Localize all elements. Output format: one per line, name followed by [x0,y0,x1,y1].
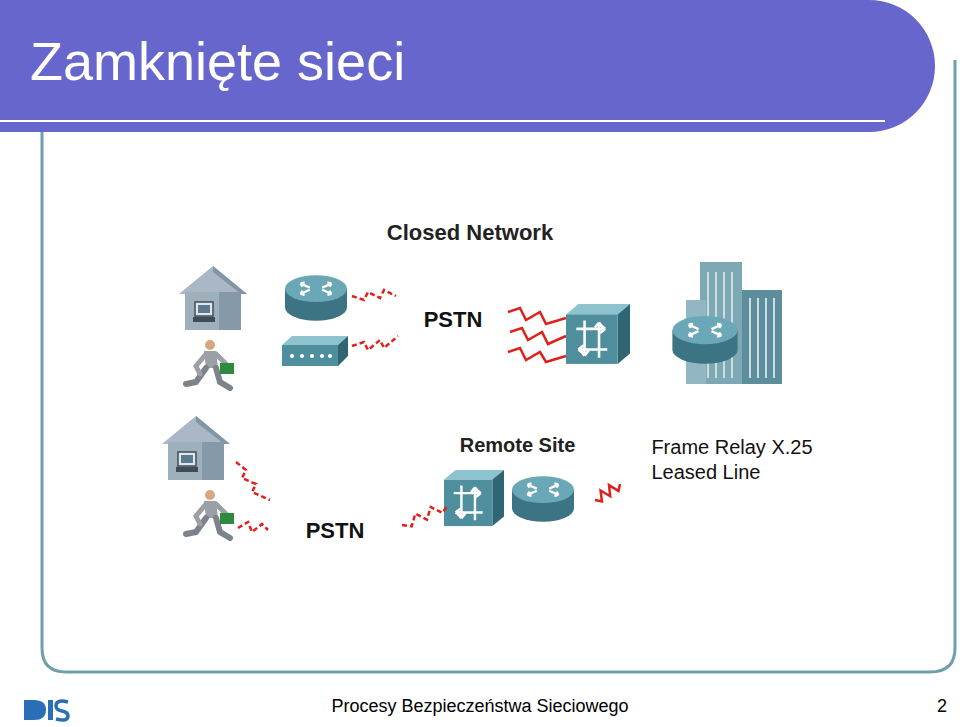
router-icon [285,275,347,320]
dial-up-link [236,462,270,532]
network-cloud: PSTN [262,480,408,582]
cloud-bump [758,466,822,520]
cloud-bump [303,496,367,568]
router-icon [512,476,574,521]
cloud-label: PSTN [306,518,365,544]
cloud-fill [269,482,405,581]
cloud-fill [624,398,854,522]
cloud-outline [269,482,405,581]
cloud-bump [285,538,320,577]
cloud-bump [285,538,320,577]
network-cloud: PSTN [393,282,513,358]
trunk-lines [508,308,566,362]
slide-title: Zamknięte sieci [30,30,405,92]
cloud-bump [370,519,405,558]
cloud-bump [316,538,354,581]
access-server-icon [444,470,504,526]
cloud-bump [303,496,367,568]
site-label: Remote Site [440,434,595,457]
cloud-bump [370,519,405,558]
network-cloud: Frame Relay X.25 Leased Line [612,396,859,524]
cloud-fill [399,283,511,357]
network-region: Closed NetworkPSTN Remote Site Frame Relay… [90,185,890,665]
access-server-icon [566,304,630,364]
title-bar: Zamknięte sieci [0,0,935,132]
region-ellipse [90,185,890,665]
cloud-bump [316,538,354,581]
footer-text: Procesy Bezpieczeństwa Sieciowego [331,696,628,717]
dial-up-link [352,290,398,350]
logo [24,700,68,720]
cloud-outline [624,398,854,522]
site-group: Remote Site [440,432,595,532]
title-underline [0,120,885,122]
mobile-user-icon [186,490,234,538]
region-title: Closed Network [90,220,890,246]
page-number: 2 [937,696,947,717]
cloud-bump [482,311,511,340]
cloud-label: Frame Relay X.25 Leased Line [651,435,819,485]
home-icon [179,266,247,330]
cloud-outline [399,283,511,357]
lightning-link [595,484,620,502]
cloud-bump [758,466,822,520]
lightning-link [402,505,448,526]
home-icon [162,416,230,480]
cloud-label: PSTN [424,307,483,333]
modem-icon [282,336,348,366]
cloud-bump [482,311,511,340]
slide-frame [42,60,955,672]
router-icon [672,316,737,364]
region-fill [90,185,890,665]
cloud-shape [612,396,859,524]
mobile-user-icon [186,340,234,388]
